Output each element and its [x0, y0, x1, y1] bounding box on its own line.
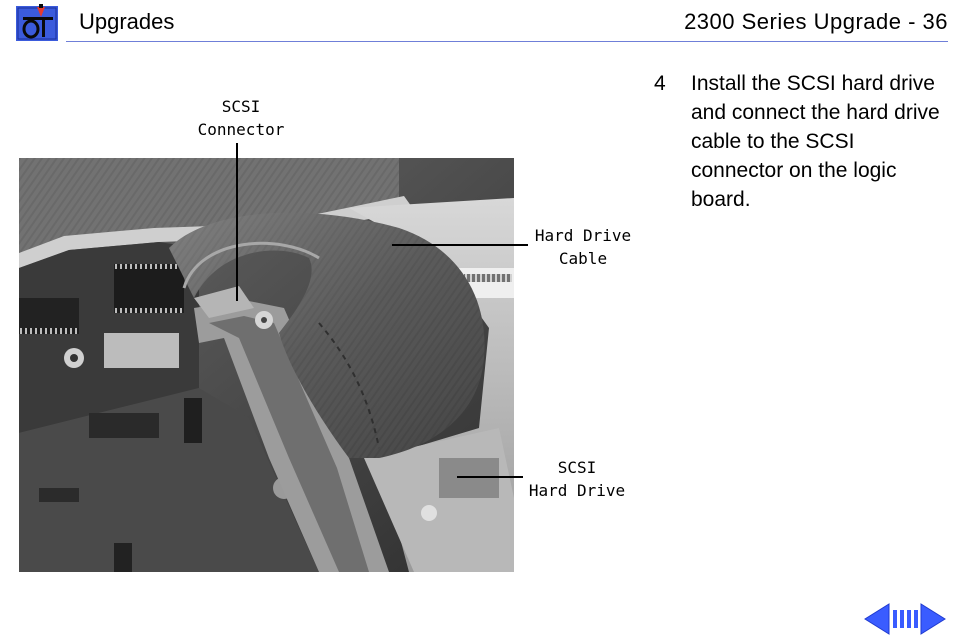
step-number: 4	[654, 72, 666, 95]
step-text: Install the SCSI hard drive and connect …	[691, 72, 940, 211]
section-title: Upgrades	[79, 9, 175, 34]
arrow-right-icon[interactable]	[920, 602, 946, 636]
hard-drive-cable-leader	[392, 244, 528, 246]
header-bar: Upgrades 2300 Series Upgrade - 36	[0, 0, 958, 46]
hard-drive-cable-label: Hard Drive Cable	[534, 226, 632, 268]
page-navigation	[864, 602, 946, 636]
arrow-left-icon[interactable]	[864, 602, 890, 636]
page-title: 2300 Series Upgrade - 36	[684, 9, 948, 34]
scsi-hard-drive-leader	[457, 476, 523, 478]
page-index-icon[interactable]	[891, 602, 921, 636]
scsi-hard-drive-label: SCSI Hard Drive	[528, 458, 626, 500]
scsi-connector-leader	[236, 143, 238, 301]
screwdriver-toolbox-icon	[16, 4, 58, 41]
header-rule	[66, 41, 948, 42]
logic-board-photo	[19, 158, 514, 572]
scsi-connector-label: SCSI Connector	[197, 97, 285, 139]
